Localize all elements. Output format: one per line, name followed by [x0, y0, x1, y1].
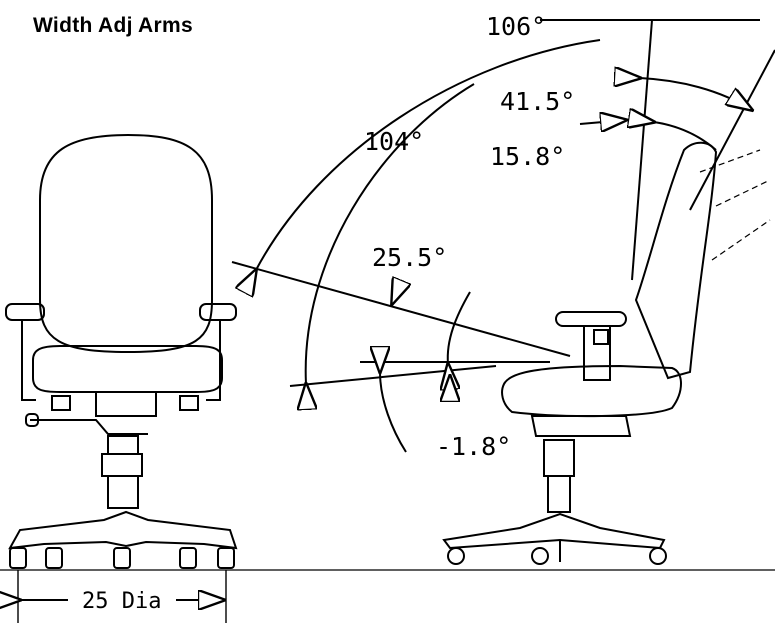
side-seat	[501, 364, 682, 418]
angle-label-15-8: 15.8°	[490, 142, 565, 171]
base-dimension-label: 25 Dia	[82, 589, 161, 614]
front-right-arm	[199, 303, 237, 321]
angle-label-41-5: 41.5°	[500, 87, 575, 116]
front-view-chair	[5, 133, 238, 569]
front-left-arm	[5, 303, 45, 321]
arc-25-5	[448, 291, 471, 364]
arc-15-8	[579, 120, 626, 124]
angle-label-106: 106°	[486, 12, 546, 41]
arc-41-5	[640, 78, 752, 110]
backrest-upright-line	[631, 19, 653, 281]
angle-lines	[231, 19, 775, 453]
angle-label-neg-1-8: -1.8°	[436, 432, 511, 461]
backrest-recline-line	[689, 49, 775, 211]
seat-angle-line	[231, 261, 571, 357]
front-seat	[32, 345, 223, 393]
side-base	[442, 512, 666, 550]
base-dimension	[18, 570, 227, 623]
arc-neg-1-8	[380, 372, 407, 453]
side-view-chair	[442, 141, 771, 565]
angle-label-104: 104°	[364, 127, 424, 156]
front-base	[8, 510, 238, 550]
seat-decline-line	[289, 365, 497, 387]
side-arm	[555, 311, 627, 327]
angle-label-25-5: 25.5°	[372, 243, 447, 272]
diagram-title: Width Adj Arms	[33, 14, 193, 37]
arc-104	[306, 83, 475, 384]
side-backrest	[634, 141, 718, 380]
front-backrest	[39, 133, 213, 354]
arc-106	[256, 39, 601, 270]
